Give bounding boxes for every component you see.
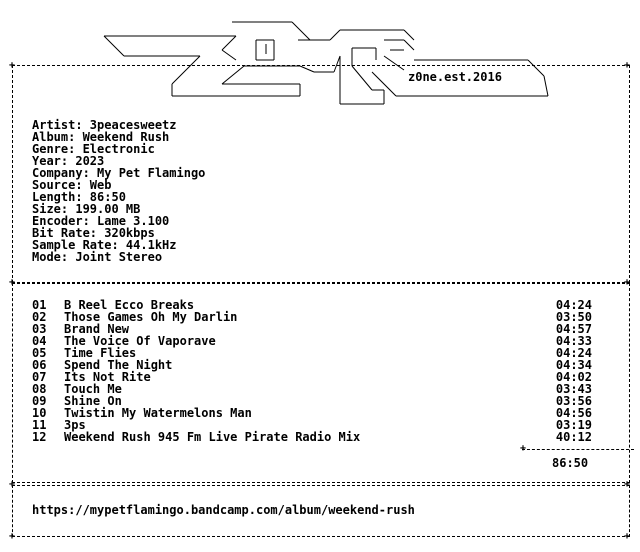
info-album: Album: Weekend Rush bbox=[32, 130, 170, 144]
track-title: B Reel Ecco Breaks bbox=[64, 298, 195, 312]
track-row: 03 Brand New 04:57 bbox=[32, 323, 592, 335]
track-number: 08 bbox=[32, 382, 47, 396]
info-bitrate: Bit Rate: 320kbps bbox=[32, 226, 155, 240]
track-duration: 04:56 bbox=[555, 406, 592, 420]
frame-corner: + bbox=[624, 277, 631, 288]
track-title: Touch Me bbox=[64, 382, 122, 396]
album-url[interactable]: https://mypetflamingo.bandcamp.com/album… bbox=[32, 503, 415, 517]
track-title: Brand New bbox=[64, 322, 130, 336]
divider-corner: + bbox=[520, 443, 527, 454]
track-row: 06 Spend The Night 04:34 bbox=[32, 359, 592, 371]
track-duration: 04:34 bbox=[555, 358, 592, 372]
info-size: Size: 199.00 MB bbox=[32, 202, 141, 216]
track-row: 02 Those Games Oh My Darlin 03:50 bbox=[32, 311, 592, 323]
track-title: Those Games Oh My Darlin bbox=[64, 310, 238, 324]
track-row: 05 Time Flies 04:24 bbox=[32, 347, 592, 359]
info-company: Company: My Pet Flamingo bbox=[32, 166, 206, 180]
track-number: 04 bbox=[32, 334, 47, 348]
tagline: z0ne.est.2016 bbox=[408, 70, 502, 84]
track-number: 01 bbox=[32, 298, 47, 312]
total-divider bbox=[522, 449, 634, 450]
info-artist: Artist: 3peacesweetz bbox=[32, 118, 177, 132]
info-year: Year: 2023 bbox=[32, 154, 105, 168]
release-info: Artist: 3peacesweetz Album: Weekend Rush… bbox=[32, 119, 205, 263]
info-frame bbox=[12, 65, 630, 283]
tracklist: 01 B Reel Ecco Breaks 04:24 02 Those Games … bbox=[32, 299, 592, 443]
track-title: Twistin My Watermelons Man bbox=[64, 406, 252, 420]
track-title: Time Flies bbox=[64, 346, 137, 360]
tracklist-frame bbox=[12, 283, 630, 483]
frame-corner: + bbox=[9, 277, 16, 288]
info-encoder: Encoder: Lame 3.100 bbox=[32, 214, 170, 228]
track-duration: 03:50 bbox=[555, 310, 592, 324]
track-duration: 04:57 bbox=[555, 322, 592, 336]
track-row: 11 3ps 03:19 bbox=[32, 419, 592, 431]
frame-corner: + bbox=[624, 60, 631, 71]
frame-corner: + bbox=[9, 60, 16, 71]
track-title: Weekend Rush 945 Fm Live Pirate Radio Mi… bbox=[64, 430, 361, 444]
url-frame bbox=[12, 485, 630, 537]
track-row: 01 B Reel Ecco Breaks 04:24 bbox=[32, 299, 592, 311]
info-samplerate: Sample Rate: 44.1kHz bbox=[32, 238, 177, 252]
total-length: 86:50 bbox=[552, 456, 589, 470]
info-source: Source: Web bbox=[32, 178, 112, 192]
track-title: The Voice Of Vaporave bbox=[64, 334, 216, 348]
track-duration: 04:33 bbox=[555, 334, 592, 348]
track-duration: 03:43 bbox=[555, 382, 592, 396]
track-number: 02 bbox=[32, 310, 47, 324]
frame-corner: + bbox=[9, 479, 16, 490]
track-duration: 04:24 bbox=[555, 346, 592, 360]
frame-corner: + bbox=[624, 531, 631, 542]
track-number: 12 bbox=[32, 430, 47, 444]
z0ne-logo bbox=[103, 21, 549, 105]
track-row: 09 Shine On 03:56 bbox=[32, 395, 592, 407]
track-row: 07 Its Not Rite 04:02 bbox=[32, 371, 592, 383]
track-row: 10 Twistin My Watermelons Man 04:56 bbox=[32, 407, 592, 419]
track-duration: 04:24 bbox=[555, 298, 592, 312]
track-title: 3ps bbox=[64, 418, 86, 432]
frame-corner: + bbox=[624, 479, 631, 490]
track-duration: 03:56 bbox=[555, 394, 592, 408]
track-row: 04 The Voice Of Vaporave 04:33 bbox=[32, 335, 592, 347]
track-duration: 40:12 bbox=[555, 430, 592, 444]
track-title: Spend The Night bbox=[64, 358, 173, 372]
track-row: 12 Weekend Rush 945 Fm Live Pirate Radio … bbox=[32, 431, 592, 443]
track-row: 08 Touch Me 03:43 bbox=[32, 383, 592, 395]
track-number: 05 bbox=[32, 346, 47, 360]
track-number: 07 bbox=[32, 370, 47, 384]
track-number: 10 bbox=[32, 406, 47, 420]
track-duration: 03:19 bbox=[555, 418, 592, 432]
track-number: 06 bbox=[32, 358, 47, 372]
info-mode: Mode: Joint Stereo bbox=[32, 250, 163, 264]
info-length: Length: 86:50 bbox=[32, 190, 126, 204]
track-title: Shine On bbox=[64, 394, 122, 408]
track-title: Its Not Rite bbox=[64, 370, 151, 384]
track-number: 11 bbox=[32, 418, 47, 432]
track-number: 09 bbox=[32, 394, 47, 408]
track-number: 03 bbox=[32, 322, 47, 336]
track-duration: 04:02 bbox=[555, 370, 592, 384]
info-genre: Genre: Electronic bbox=[32, 142, 155, 156]
frame-corner: + bbox=[9, 531, 16, 542]
